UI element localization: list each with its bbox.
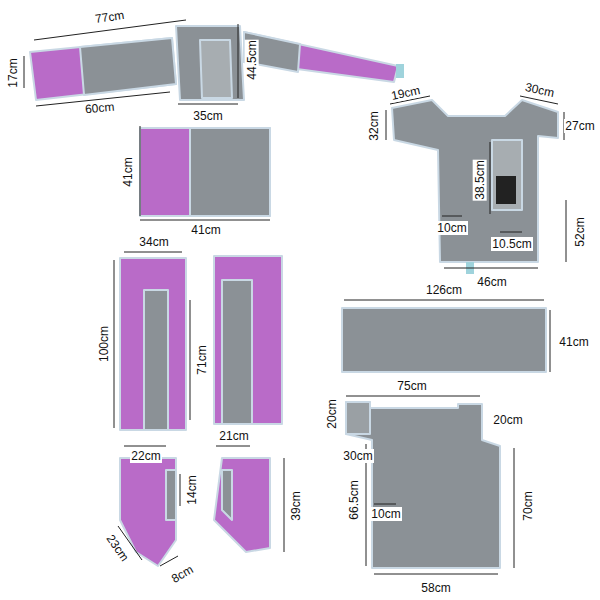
dimension-label: 66.5cm [347, 479, 361, 520]
dimension-label: 70cm [521, 490, 535, 521]
dimension-label: 75cm [396, 379, 427, 393]
dimension-label: 44.5cm [245, 39, 259, 80]
dimension-label: 22cm [130, 449, 161, 463]
dimension-label: 41cm [121, 156, 135, 187]
dimension-label: 71cm [195, 344, 209, 375]
dimension-label: 10cm [370, 507, 401, 521]
dimension-label: 10.5cm [491, 237, 532, 251]
dimension-label: 41cm [190, 223, 221, 237]
dimension-label: 38.5cm [473, 159, 487, 200]
dimension-label: 32cm [367, 110, 381, 141]
dimension-label: 30cm [523, 80, 557, 100]
dimension-label: 77cm [94, 8, 127, 26]
dimension-label: 10cm [436, 221, 467, 235]
dimension-label: 46cm [476, 275, 507, 289]
dimension-label: 17cm [6, 57, 20, 88]
dimension-label: 39cm [289, 490, 303, 521]
dimension-label: 41cm [558, 335, 589, 349]
dimension-label: 30cm [342, 449, 373, 463]
dimension-label: 20cm [325, 398, 339, 429]
dimension-label: 58cm [420, 581, 451, 595]
dimension-label: 14cm [185, 474, 199, 505]
dimension-label: 21cm [218, 429, 249, 443]
dimension-label: 60cm [84, 100, 116, 117]
dimension-label: 35cm [192, 109, 223, 123]
dimension-label: 100cm [97, 325, 111, 363]
dimension-label: 52cm [573, 216, 587, 247]
dimension-label: 34cm [138, 235, 169, 249]
dimension-label: 126cm [425, 283, 463, 297]
dimension-label: 20cm [492, 413, 523, 427]
dimension-label: 27cm [564, 119, 595, 133]
dimension-label: 19cm [389, 83, 423, 103]
dimension-label: 8cm [168, 562, 196, 586]
